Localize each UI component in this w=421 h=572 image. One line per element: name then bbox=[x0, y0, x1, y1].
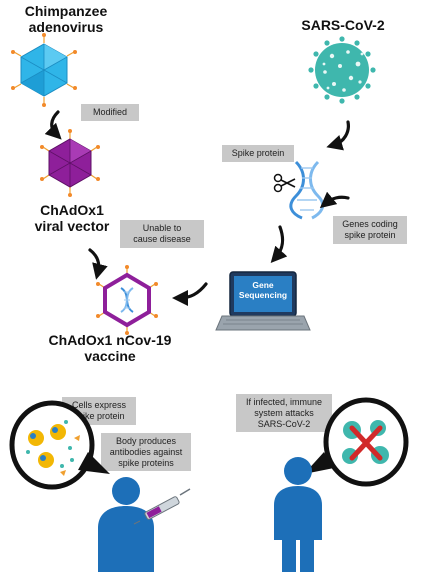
modified-vector-icon bbox=[40, 129, 100, 197]
chadox1-title: ChAdOx1 viral vector bbox=[34, 202, 110, 234]
person-icon bbox=[98, 477, 154, 572]
gene-sequencing-label: Gene Sequencing bbox=[238, 280, 288, 300]
genes-coding-tag: Genes coding spike protein bbox=[333, 216, 407, 244]
vaccine-particle-icon bbox=[96, 265, 158, 335]
coronavirus-icon bbox=[308, 36, 376, 104]
cell-icon bbox=[28, 424, 66, 468]
unable-tag: Unable to cause disease bbox=[120, 220, 204, 248]
arrow-icon bbox=[44, 110, 62, 140]
modified-tag: Modified bbox=[81, 104, 139, 121]
vaccine-title: ChAdOx1 nCov-19 vaccine bbox=[48, 332, 172, 364]
spike-protein-tag: Spike protein bbox=[222, 145, 294, 162]
scissors-icon bbox=[273, 173, 296, 193]
body-produces-tag: Body produces antibodies against spike p… bbox=[101, 433, 191, 472]
if-infected-tag: If infected, immune system attacks SARS-… bbox=[236, 394, 332, 433]
syringe-icon bbox=[133, 488, 191, 525]
immune-callout bbox=[304, 397, 409, 487]
chimp-adenovirus-title: Chimpanzee adenovirus bbox=[24, 3, 108, 35]
adenovirus-icon bbox=[11, 33, 77, 107]
arrow-icon bbox=[326, 120, 350, 151]
laptop-icon bbox=[215, 271, 311, 331]
sars-cov-2-title: SARS-CoV-2 bbox=[301, 17, 385, 33]
cells-callout bbox=[9, 400, 110, 490]
arrow-icon bbox=[319, 191, 350, 209]
arrow-icon bbox=[172, 282, 208, 306]
cross-icon bbox=[349, 425, 383, 461]
arrow-icon bbox=[270, 225, 288, 263]
person-icon bbox=[274, 457, 322, 572]
arrow-icon bbox=[88, 248, 108, 280]
dna-icon bbox=[289, 160, 325, 220]
